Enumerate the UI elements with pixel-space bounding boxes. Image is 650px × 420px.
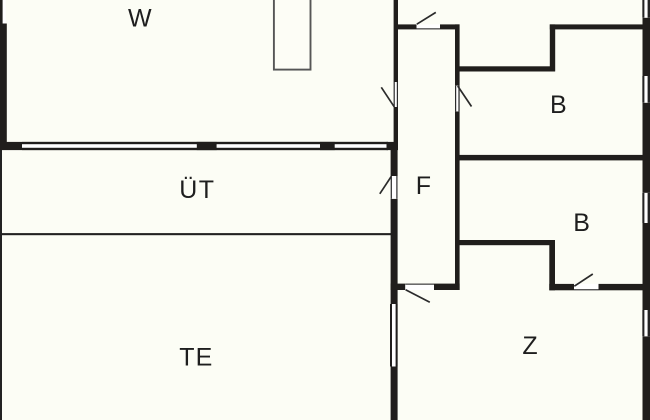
svg-text:TE: TE	[179, 343, 213, 371]
svg-text:Z: Z	[522, 332, 537, 360]
svg-text:B: B	[573, 209, 590, 237]
svg-text:W: W	[128, 5, 152, 33]
svg-text:ÜT: ÜT	[179, 176, 215, 204]
svg-text:F: F	[416, 172, 431, 200]
svg-text:B: B	[550, 91, 567, 119]
